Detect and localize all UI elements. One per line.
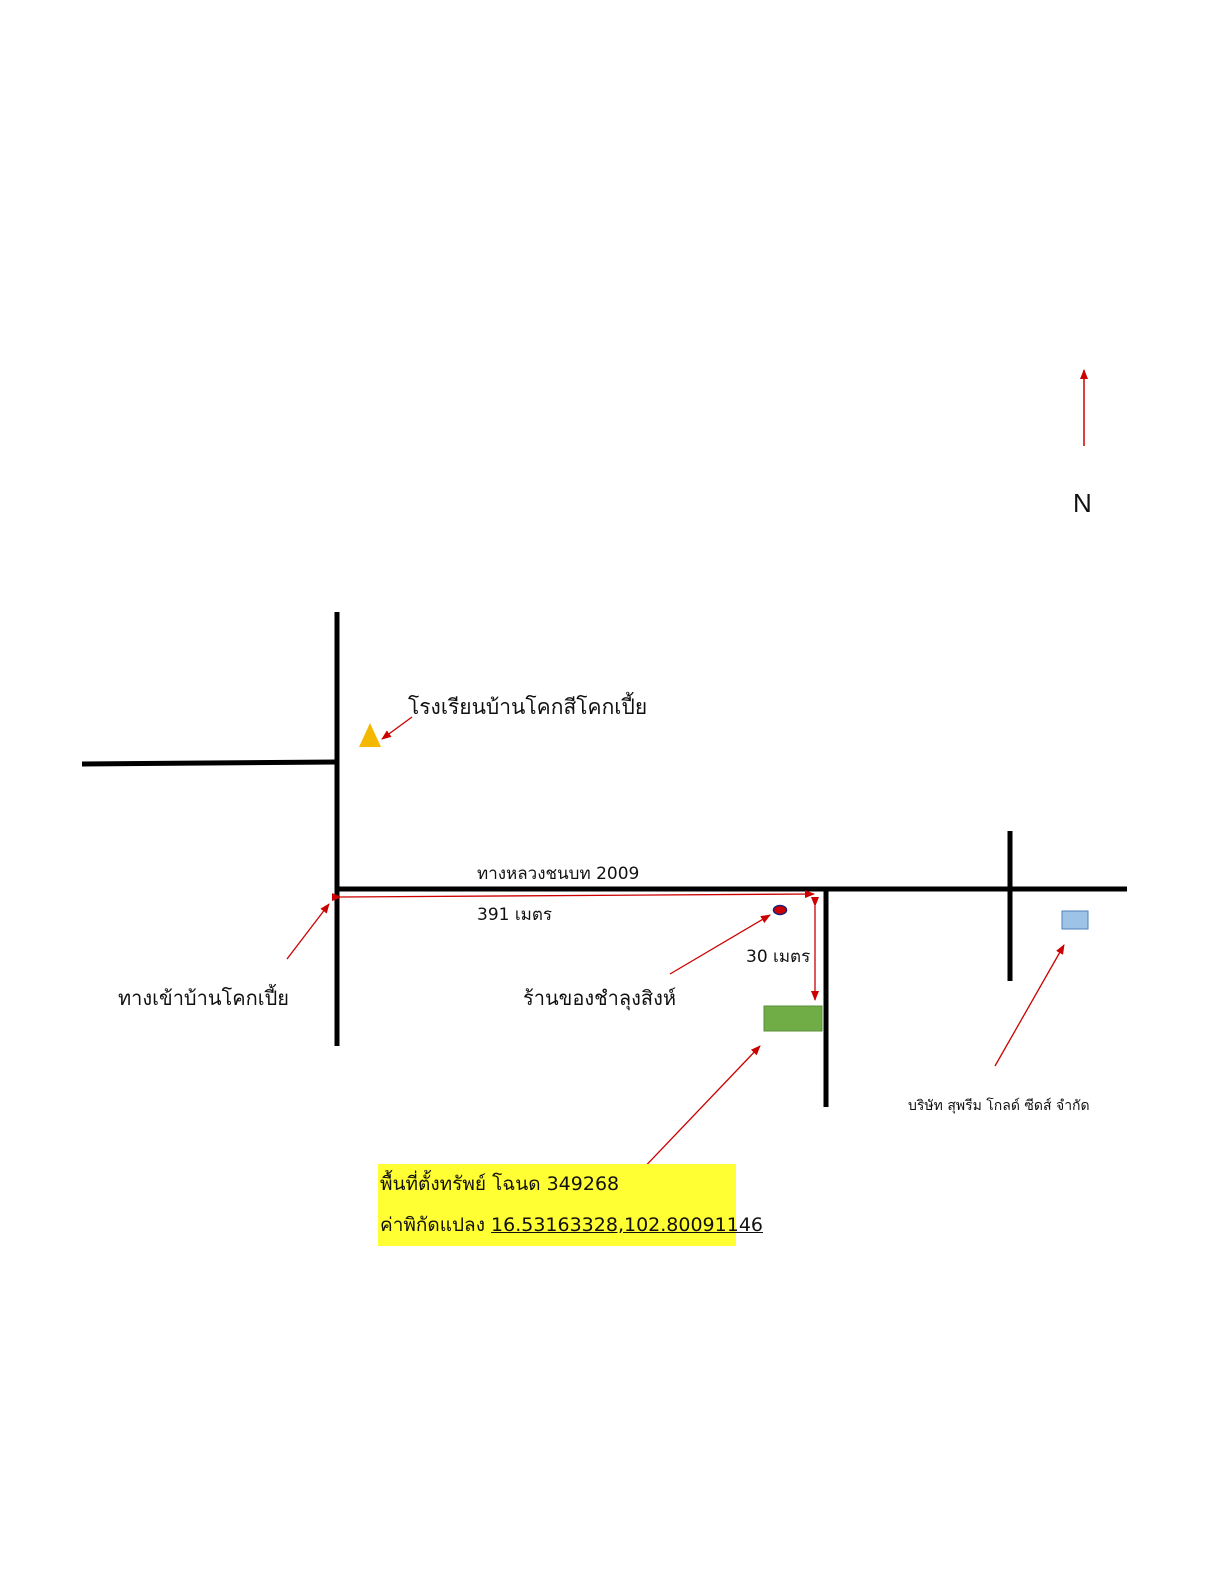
company-pointer-arrow xyxy=(994,944,1065,1067)
entrance-pointer-arrow xyxy=(286,903,330,960)
company-label: บริษัท สุพรีม โกลด์ ซีดส์ จำกัด xyxy=(908,1098,1090,1114)
dot-icon xyxy=(772,904,788,916)
property-coordinates: ค่าพิกัดแปลง 16.53163328,102.80091146 xyxy=(380,1216,763,1235)
shop-pointer-arrow xyxy=(669,914,771,975)
coordinates-prefix: ค่าพิกัดแปลง xyxy=(380,1214,492,1236)
parcel-rectangle-icon xyxy=(763,1005,823,1032)
road-west-branch xyxy=(81,759,338,767)
property-highlight-box xyxy=(378,1164,736,1246)
road-network xyxy=(81,612,1127,1107)
triangle-icon xyxy=(359,723,381,747)
property-deed-text: พื้นที่ตั้งทรัพย์ โฉนด 349268 xyxy=(380,1173,620,1195)
coordinates-link[interactable]: 16.53163328,102.80091146 xyxy=(491,1214,763,1236)
distance-30-label: 30 เมตร xyxy=(746,947,811,967)
distance-391-label: 391 เมตร xyxy=(477,905,553,925)
north-label: N xyxy=(1073,488,1092,518)
road-label: ทางหลวงชนบท 2009 xyxy=(477,864,640,884)
entrance-label: ทางเข้าบ้านโคกเปี้ย xyxy=(118,986,289,1010)
school-pointer-arrow xyxy=(381,716,413,740)
distance-391-arrow xyxy=(331,890,815,902)
shop-label: ร้านของชำลุงสิงห์ xyxy=(523,986,677,1010)
school-label: โรงเรียนบ้านโคกสีโคกเปี้ย xyxy=(408,695,648,719)
building-rectangle-icon xyxy=(1061,910,1089,930)
